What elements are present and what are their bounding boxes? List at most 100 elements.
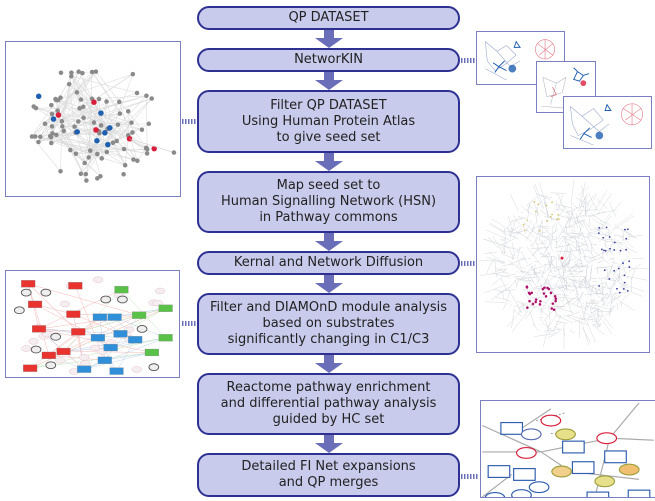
edge — [604, 282, 612, 293]
edge — [579, 275, 588, 283]
edge — [590, 235, 609, 242]
edge — [552, 263, 570, 269]
edge — [517, 230, 523, 235]
node-ellipse — [594, 475, 616, 488]
node-blue — [625, 237, 628, 240]
edge — [514, 305, 519, 307]
node-blue — [625, 248, 628, 251]
edge — [531, 246, 539, 257]
edge — [515, 277, 529, 283]
edge — [551, 256, 553, 261]
node-magenta — [534, 298, 538, 301]
edge — [555, 236, 558, 246]
edge — [558, 285, 571, 287]
edge — [575, 212, 583, 220]
edge — [512, 223, 526, 239]
edge — [581, 247, 588, 263]
edge — [572, 278, 579, 294]
step-fi-net: Detailed FI Net expansions and QP merges — [197, 453, 460, 497]
node-box — [103, 343, 118, 352]
edge — [517, 216, 528, 220]
edge — [505, 242, 508, 245]
edge — [117, 124, 148, 150]
node — [144, 145, 149, 151]
edge — [507, 289, 518, 305]
edge — [572, 283, 583, 292]
edge — [558, 263, 568, 269]
edge — [516, 263, 519, 267]
node-blue — [605, 226, 608, 229]
edge — [587, 275, 592, 283]
node-red — [126, 135, 133, 142]
edge — [562, 277, 571, 288]
fi-network-graph — [481, 402, 654, 497]
edge — [593, 226, 608, 237]
node-box — [109, 367, 124, 375]
node-blue — [618, 291, 621, 294]
edge — [600, 293, 605, 302]
edge — [557, 245, 563, 262]
edge — [606, 269, 609, 281]
diamond-module-panel — [5, 270, 180, 378]
edge — [587, 318, 595, 321]
edge — [536, 243, 547, 245]
edge — [502, 245, 505, 255]
node-box — [77, 365, 92, 373]
edge — [624, 230, 638, 239]
edge — [537, 286, 542, 293]
edge — [592, 308, 603, 311]
edge — [582, 327, 591, 344]
edge — [527, 272, 534, 282]
edge — [577, 226, 582, 240]
edge — [500, 247, 502, 249]
edge — [532, 323, 539, 331]
node-blue — [50, 116, 57, 122]
edge — [581, 320, 590, 346]
networkin-panel-3 — [563, 96, 652, 149]
node-yellow — [534, 210, 537, 213]
edge — [563, 272, 567, 274]
edge — [504, 289, 516, 292]
arrow-down-icon — [315, 30, 343, 48]
node-blue — [603, 269, 606, 272]
edge — [492, 275, 504, 286]
edge — [611, 294, 617, 305]
edge — [549, 260, 559, 272]
edge — [570, 279, 576, 288]
node-yellow — [549, 215, 552, 218]
node — [117, 99, 122, 105]
edge — [507, 227, 512, 237]
node — [83, 171, 89, 177]
edge — [596, 325, 602, 327]
connector-networkin — [461, 58, 477, 63]
edge — [555, 285, 575, 292]
node — [69, 70, 74, 75]
edge — [576, 217, 585, 228]
edge — [558, 195, 563, 210]
edge — [117, 123, 149, 125]
node-blue — [628, 266, 631, 268]
edge — [608, 201, 616, 217]
edge — [61, 95, 147, 122]
edge — [627, 234, 635, 239]
edge — [573, 264, 584, 267]
edge — [539, 252, 549, 259]
node-box — [513, 468, 536, 481]
edge — [568, 219, 587, 228]
step-qp-dataset: QP DATASET — [197, 6, 460, 30]
edge — [56, 73, 133, 101]
node-blue — [623, 281, 626, 284]
edge — [51, 104, 75, 127]
edge — [582, 221, 592, 236]
edge — [569, 235, 583, 238]
edge — [70, 149, 87, 181]
edge — [621, 235, 624, 241]
edge — [79, 108, 143, 130]
edge — [533, 264, 536, 279]
edge — [565, 297, 576, 304]
edge — [570, 330, 575, 333]
node — [55, 108, 60, 113]
edge — [565, 208, 577, 213]
edge — [624, 246, 638, 254]
edge — [513, 275, 530, 278]
